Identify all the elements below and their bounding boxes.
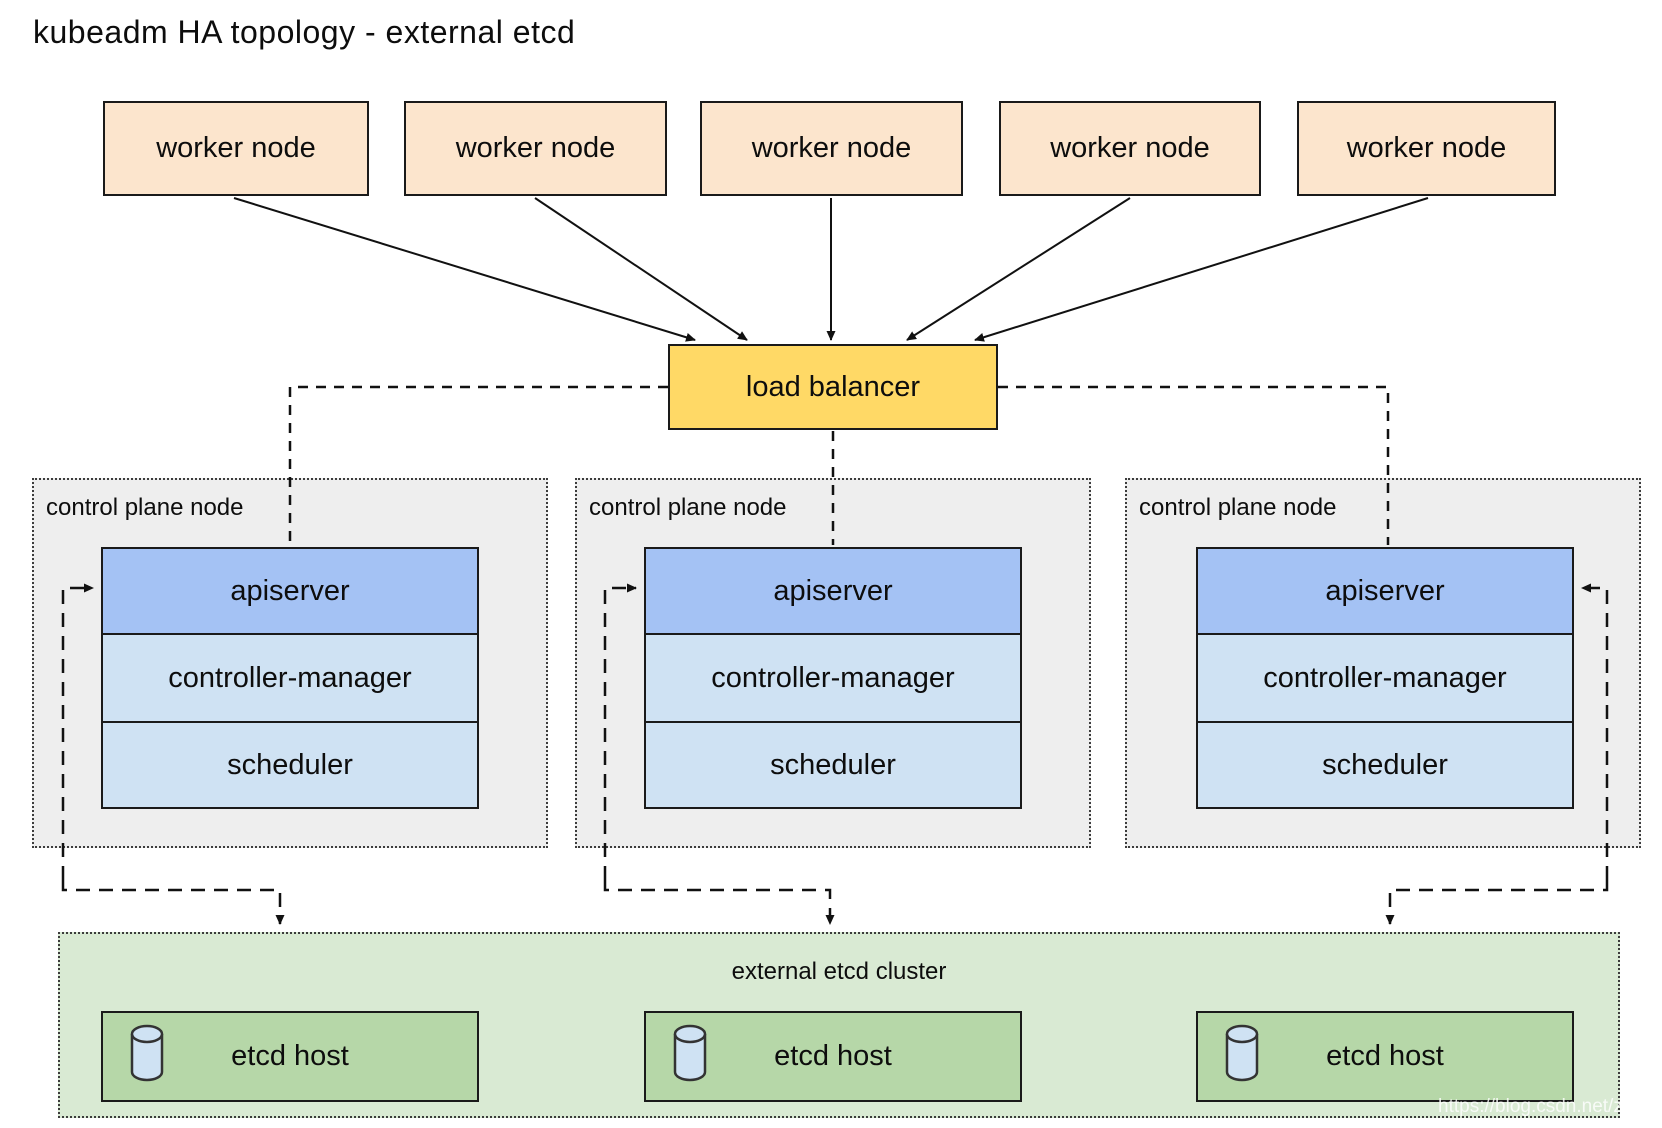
apiserver-box: apiserver <box>1196 547 1574 635</box>
etcd-host-label: etcd host <box>231 1040 349 1072</box>
control-plane-node-label: control plane node <box>46 494 244 521</box>
etcd-host-label: etcd host <box>1326 1040 1444 1072</box>
arrow-worker5-to-lb <box>974 197 1429 342</box>
worker-node-label: worker node <box>751 132 912 164</box>
control-plane-node-label: control plane node <box>589 494 787 521</box>
etcd-host-box: etcd host <box>644 1011 1022 1102</box>
etcd-cluster-label: external etcd cluster <box>731 958 947 985</box>
load-balancer-label: load balancer <box>745 370 921 403</box>
apiserver-label: apiserver <box>773 574 893 607</box>
apiserver-box: apiserver <box>644 547 1022 635</box>
apiserver-box: apiserver <box>101 547 479 635</box>
etcd-host-box: etcd host <box>1196 1011 1574 1102</box>
apiserver-label: apiserver <box>230 574 350 607</box>
worker-node-label: worker node <box>455 132 616 164</box>
worker-node-box: worker node <box>700 101 963 196</box>
etcd-host-label: etcd host <box>774 1040 892 1072</box>
controller-manager-box: controller-manager <box>101 633 479 723</box>
database-cylinder-icon <box>672 1024 708 1090</box>
database-cylinder-icon <box>1224 1024 1260 1090</box>
scheduler-label: scheduler <box>1322 748 1448 781</box>
controller-manager-box: controller-manager <box>1196 633 1574 723</box>
arrow-worker1-to-lb <box>233 197 696 342</box>
scheduler-box: scheduler <box>644 721 1022 809</box>
apiserver-label: apiserver <box>1325 574 1445 607</box>
etcd-host-box: etcd host <box>101 1011 479 1102</box>
scheduler-label: scheduler <box>227 748 353 781</box>
dashed-apiserver-to-etcd-left <box>61 880 285 925</box>
worker-node-label: worker node <box>156 132 316 164</box>
controller-manager-box: controller-manager <box>644 633 1022 723</box>
worker-node-box: worker node <box>103 101 369 196</box>
controller-manager-label: controller-manager <box>1263 661 1507 694</box>
arrow-worker2-to-lb <box>534 197 748 341</box>
scheduler-label: scheduler <box>770 748 896 781</box>
worker-node-label: worker node <box>1346 132 1507 164</box>
scheduler-box: scheduler <box>1196 721 1574 809</box>
worker-node-box: worker node <box>1297 101 1556 196</box>
dashed-apiserver-to-etcd-right <box>1385 880 1609 925</box>
controller-manager-label: controller-manager <box>711 661 955 694</box>
dashed-apiserver-to-etcd-middle <box>603 880 835 925</box>
worker-node-box: worker node <box>404 101 667 196</box>
load-balancer-box: load balancer <box>668 344 998 430</box>
arrow-worker4-to-lb <box>906 197 1131 341</box>
watermark: https://blog.csdn.net/zuozewei <box>1438 1096 1662 1117</box>
page-title: kubeadm HA topology - external etcd <box>33 14 576 50</box>
controller-manager-label: controller-manager <box>168 661 412 694</box>
control-plane-node-label: control plane node <box>1139 494 1337 521</box>
worker-node-label: worker node <box>1050 132 1210 164</box>
worker-node-box: worker node <box>999 101 1261 196</box>
scheduler-box: scheduler <box>101 721 479 809</box>
database-cylinder-icon <box>129 1024 165 1090</box>
